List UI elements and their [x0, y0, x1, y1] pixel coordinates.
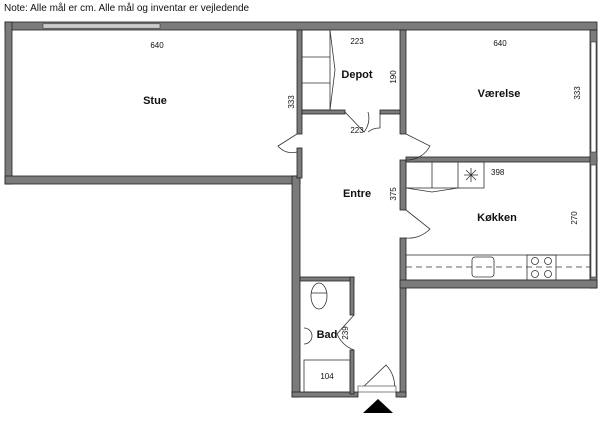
- room-label-vaerelse: Værelse: [478, 88, 521, 100]
- stove-icon: [526, 254, 557, 281]
- kitchen-fixtures: [405, 161, 591, 281]
- dim-bad-depth: 239: [341, 326, 350, 340]
- dim-bad-width: 104: [320, 372, 334, 381]
- shower-icon: [303, 359, 351, 393]
- plan-note: Note: Alle mål er cm. Alle mål og invent…: [4, 3, 250, 14]
- dim-entre-depth: 375: [389, 187, 398, 201]
- toilet-icon: [310, 282, 328, 310]
- dim-entre-width: 223: [350, 126, 364, 135]
- entrance-arrow-icon: [363, 399, 393, 413]
- lamp-icon: [464, 168, 478, 182]
- walls: [4, 21, 598, 398]
- dim-depot-depth: 190: [389, 70, 398, 84]
- room-label-depot: Depot: [341, 69, 373, 81]
- dim-vaerelse-depth: 333: [573, 86, 582, 100]
- sink-icon: [471, 256, 495, 278]
- dim-vaerelse-width: 640: [493, 39, 507, 48]
- dim-stue-width: 640: [150, 41, 164, 50]
- washbasin-icon: [303, 327, 313, 345]
- room-label-bad: Bad: [317, 329, 338, 341]
- room-label-koekken: Køkken: [477, 212, 517, 224]
- room-label-stue: Stue: [143, 95, 167, 107]
- windows: [42, 23, 597, 278]
- dim-koekken-depth: 270: [570, 211, 579, 225]
- dim-koekken-width: 398: [491, 168, 505, 177]
- depot-shelves: [301, 29, 336, 111]
- dim-depot-width: 223: [350, 37, 364, 46]
- bathroom-fixtures: [303, 282, 351, 393]
- doors: [277, 111, 431, 393]
- room-label-entre: Entre: [343, 188, 371, 200]
- dim-stue-depth: 333: [287, 95, 296, 109]
